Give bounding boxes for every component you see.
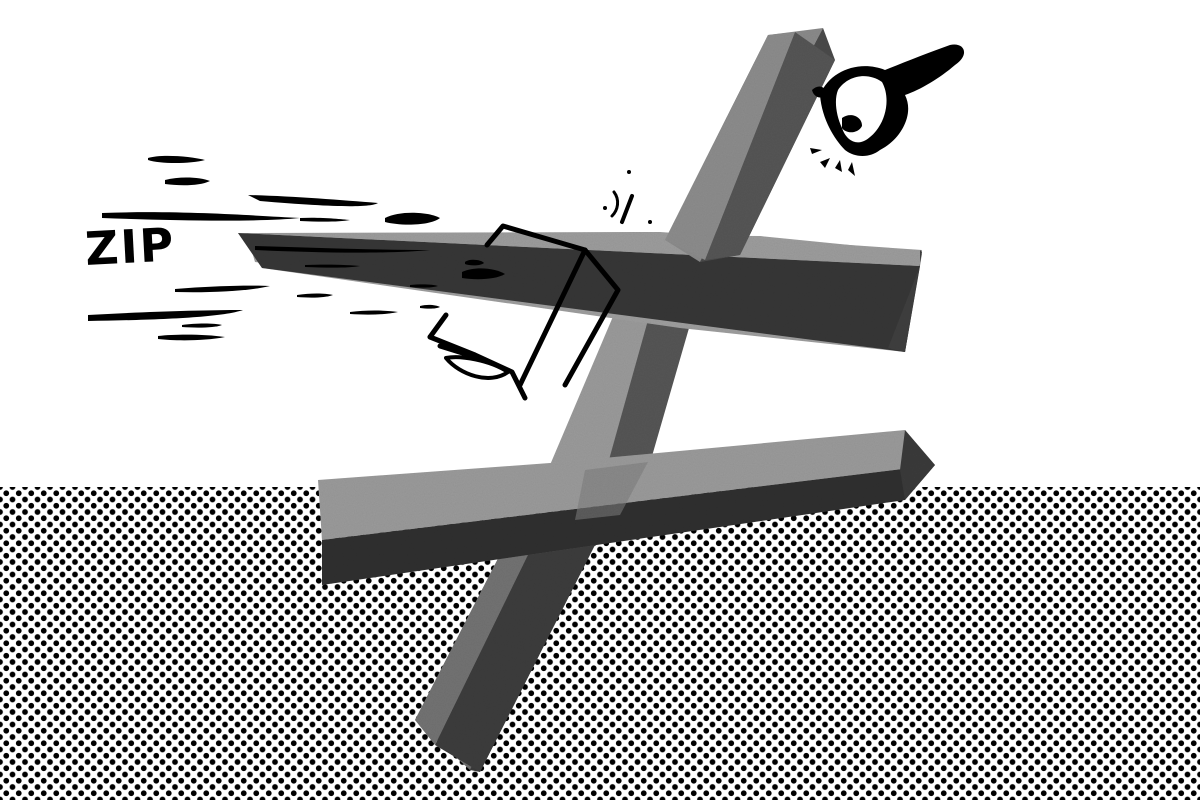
tumbling-box-doodle	[427, 170, 652, 401]
zip-speed-lines	[88, 155, 440, 341]
vertical-bar-junction	[575, 462, 648, 520]
vertical-bar-upper	[665, 28, 835, 262]
bar-ink-streaks	[255, 246, 505, 288]
zip-text: ZIP	[83, 217, 177, 276]
vertical-bar-lower	[415, 520, 600, 772]
bell-doodle	[810, 44, 965, 176]
vertical-bar-middle	[550, 285, 700, 495]
upper-horizontal-bar	[238, 232, 922, 352]
